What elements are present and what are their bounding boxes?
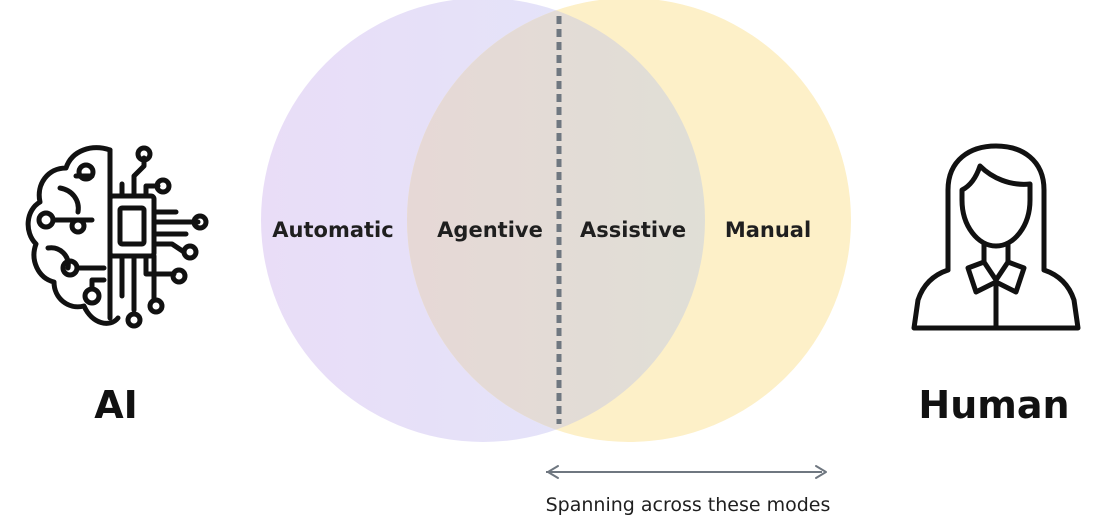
person-icon — [911, 143, 1081, 331]
human-label: Human — [918, 383, 1069, 427]
span-arrow — [546, 465, 827, 479]
ai-brain-chip-icon — [25, 145, 209, 329]
ai-label: AI — [94, 383, 138, 427]
mode-label-automatic: Automatic — [272, 218, 393, 242]
mode-label-assistive: Assistive — [580, 218, 686, 242]
span-caption: Spanning across these modes — [546, 494, 831, 516]
mode-label-agentive: Agentive — [437, 218, 543, 242]
mode-label-manual: Manual — [725, 218, 811, 242]
overlap-region — [407, 0, 705, 442]
